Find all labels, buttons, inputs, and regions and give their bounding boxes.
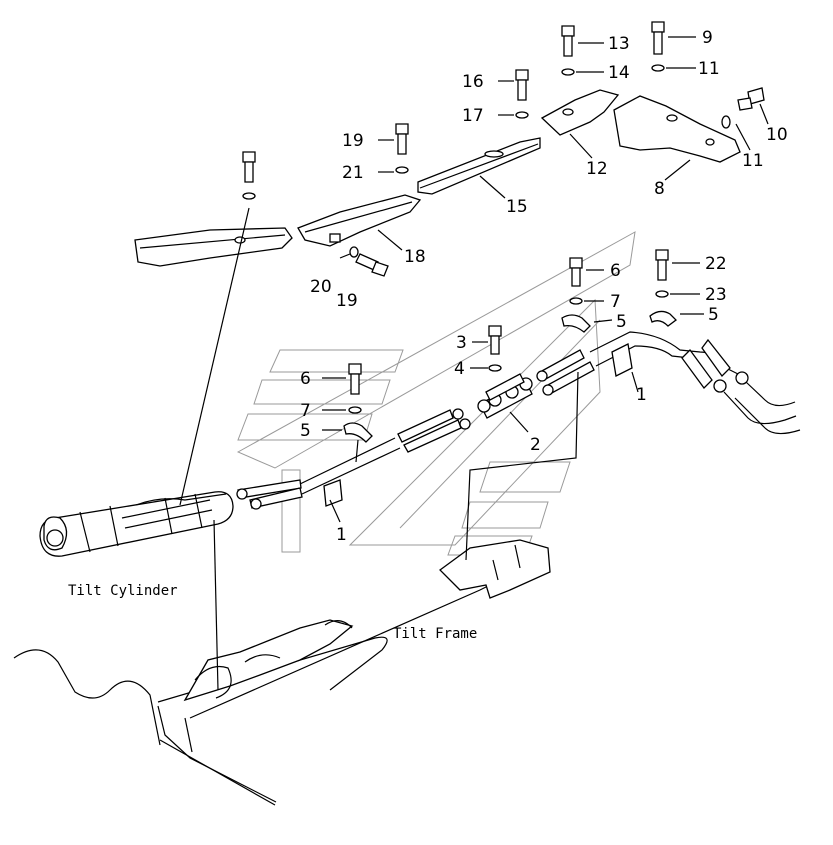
callout-5-left: 5 [300,421,311,441]
cylinder-hoses [236,408,471,510]
junction-block [477,373,533,419]
callout-6-left: 6 [300,369,311,389]
leader-lines [179,36,769,691]
callout-11-top: 11 [698,59,720,79]
callout-4: 4 [454,359,465,379]
callout-19-bottom: 19 [336,291,358,311]
callout-7-right: 7 [610,292,621,312]
callout-16: 16 [462,72,484,92]
tilt-frame-label: Tilt Frame [393,626,477,642]
callout-5-middle: 5 [616,312,627,332]
tilt-cylinder-label: Tilt Cylinder [68,583,178,599]
callout-8: 8 [654,179,665,199]
callout-13: 13 [608,34,630,54]
callout-1-left: 1 [336,525,347,545]
callout-6-right: 6 [610,261,621,281]
upper-hoses [536,331,801,435]
callout-10: 10 [766,125,788,145]
callout-21: 21 [342,163,364,183]
callout-numbers: 13 9 14 11 16 10 17 11 19 12 21 8 15 18 … [300,28,788,545]
callout-23: 23 [705,285,727,305]
callout-3: 3 [456,333,467,353]
tilt-frame [13,539,551,806]
tilt-cylinder [39,491,234,557]
callout-15: 15 [506,197,528,217]
callout-1-right: 1 [636,385,647,405]
callout-22: 22 [705,254,727,274]
callout-12: 12 [586,159,608,179]
callout-20: 20 [310,277,332,297]
callout-14: 14 [608,63,630,83]
callout-2: 2 [530,435,541,455]
callout-9: 9 [702,28,713,48]
callout-18: 18 [404,247,426,267]
callout-5-right: 5 [708,305,719,325]
clamps [323,310,677,507]
callout-19-top: 19 [342,131,364,151]
callout-7-left: 7 [300,401,311,421]
bolts-and-washers [242,21,765,414]
callout-17: 17 [462,106,484,126]
covers [134,89,741,267]
callout-11-right: 11 [742,151,764,171]
